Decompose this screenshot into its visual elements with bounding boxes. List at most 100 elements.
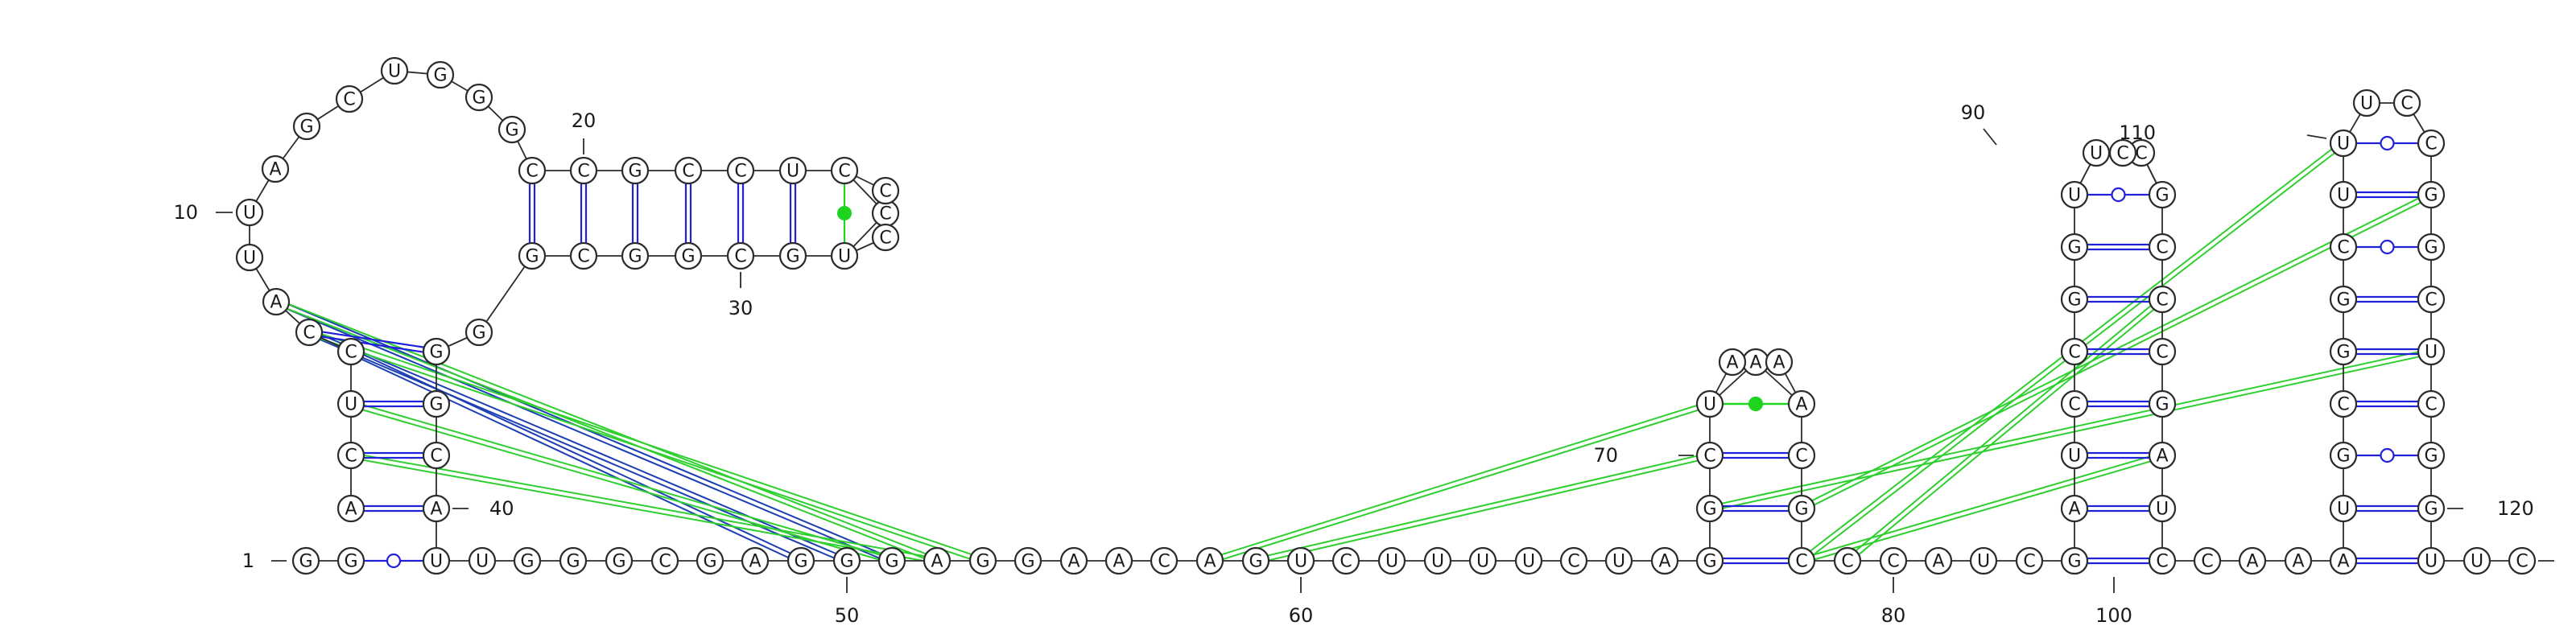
nucleotide-circle: [336, 389, 365, 418]
tertiary-interaction-line: [1709, 348, 2431, 508]
nucleotide-letter: C: [2156, 552, 2168, 572]
nucleotide-34: G: [464, 318, 493, 347]
position-label: 100: [2095, 604, 2132, 627]
nucleotide-circle: [2329, 494, 2358, 523]
nucleotide-98: U: [2148, 494, 2177, 523]
nucleotide-circle: [674, 241, 703, 270]
nucleotide-38: C: [422, 441, 451, 470]
nucleotide-105: G: [2329, 441, 2358, 470]
nucleotide-circle: [1787, 389, 1816, 418]
nucleotide-circle: [726, 241, 755, 270]
nucleotide-circle: [2462, 546, 2491, 575]
nucleotide-22: C: [674, 156, 703, 185]
nucleotide-circle: [2508, 546, 2537, 575]
nucleotide-letter: C: [2068, 395, 2080, 415]
nucleotide-circle: [2148, 337, 2177, 366]
nucleotide-12: A: [261, 154, 290, 183]
nucleotide-4: A: [336, 494, 365, 523]
nucleotide-letter: C: [2425, 290, 2437, 311]
nucleotide-letter: C: [1340, 552, 1352, 572]
nucleotide-14: C: [335, 84, 364, 113]
position-label: 60: [1289, 604, 1314, 627]
nucleotide-29: C: [726, 241, 755, 270]
nucleotide-circle: [1924, 546, 1953, 575]
nucleotide-letter: A: [270, 293, 282, 313]
position-label: 20: [572, 109, 597, 132]
nucleotide-121: U: [2462, 546, 2491, 575]
nucleotide-84: U: [2060, 441, 2089, 470]
nucleotide-letter: A: [1113, 552, 1125, 572]
nucleotide-circle: [235, 198, 264, 227]
nucleotide-letter: G: [2067, 238, 2081, 258]
nucleotide-letter: C: [2337, 238, 2349, 258]
nucleotide-letter: C: [1887, 552, 1899, 572]
nucleotide-circle: [2148, 494, 2177, 523]
nucleotide-letter: G: [628, 247, 642, 267]
nucleotide-circle: [497, 115, 526, 144]
nucleotide-circle: [235, 243, 264, 272]
nucleotide-circle: [2193, 546, 2222, 575]
nucleotide-72: A: [1741, 348, 1770, 377]
nucleotide-circle: [422, 337, 451, 366]
nucleotide-49: G: [832, 546, 861, 575]
nucleotide-8: C: [295, 318, 324, 347]
nucleotide-94: C: [2148, 285, 2177, 314]
nucleotide-119: G: [2417, 494, 2446, 523]
nucleotide-circle: [923, 546, 952, 575]
nucleotide-letter: A: [1726, 353, 1738, 373]
noncanonical-pair-marker: [837, 206, 852, 220]
nucleotide-109: C: [2329, 233, 2358, 261]
nucleotide-letter: U: [1703, 395, 1716, 415]
nucleotide-circle: [2060, 441, 2089, 470]
nucleotide-letter: C: [2156, 290, 2168, 311]
nucleotide-circle: [1059, 546, 1088, 575]
nucleotide-circle: [2352, 89, 2381, 117]
position-label: 80: [1881, 604, 1906, 627]
nucleotide-letter: A: [2156, 447, 2168, 467]
nucleotide-108: G: [2329, 285, 2358, 314]
nucleotide-82: G: [2060, 546, 2089, 575]
nucleotide-100: C: [2193, 546, 2222, 575]
nucleotide-circle: [2417, 389, 2446, 418]
nucleotide-letter: U: [2360, 94, 2373, 114]
nucleotide-circle: [2060, 494, 2089, 523]
nucleotide-83: A: [2060, 494, 2089, 523]
loop-nucleotide: A: [1765, 348, 1794, 377]
nucleotide-circle: [830, 241, 859, 270]
nucleotide-letter: G: [566, 552, 580, 572]
nucleotide-circle: [2148, 441, 2177, 470]
nucleotide-circle: [2329, 180, 2358, 209]
nucleotide-88: G: [2060, 233, 2089, 261]
nucleotide-circle: [2329, 233, 2358, 261]
nucleotide-letter: U: [2068, 447, 2081, 467]
nucleotide-50: G: [877, 546, 906, 575]
tertiary-interaction-line: [351, 452, 938, 560]
nucleotide-41: U: [468, 546, 497, 575]
nucleotide-circle: [295, 318, 324, 347]
nucleotide-64: U: [1514, 546, 1543, 575]
nucleotide-letter: G: [2424, 186, 2438, 206]
nucleotide-letter: G: [1794, 500, 1808, 520]
nucleotide-17: G: [464, 83, 493, 112]
nucleotide-28: G: [778, 241, 807, 270]
nucleotide-letter: A: [269, 160, 281, 180]
position-label: 120: [2497, 497, 2534, 520]
tertiary-interaction-line: [275, 303, 892, 564]
nucleotide-102: A: [2284, 546, 2313, 575]
tertiary-interaction-line: [1848, 300, 2165, 564]
nucleotide-circle: [696, 546, 724, 575]
nucleotide-circle: [2329, 441, 2358, 470]
nucleotide-circle: [336, 494, 365, 523]
nucleotide-circle: [1559, 546, 1588, 575]
nucleotide-circle: [2060, 180, 2089, 209]
nucleotide-65: C: [1559, 546, 1588, 575]
nucleotide-letter: G: [976, 552, 989, 572]
nucleotide-letter: A: [1749, 353, 1761, 373]
tertiary-interaction-line: [1255, 452, 1710, 560]
nucleotide-letter: C: [2425, 134, 2437, 154]
nucleotide-circle: [464, 83, 493, 112]
nucleotide-circle: [2417, 494, 2446, 523]
nucleotide-circle: [2417, 129, 2446, 158]
nucleotide-111: U: [2329, 129, 2358, 158]
nucleotide-81: C: [2015, 546, 2044, 575]
